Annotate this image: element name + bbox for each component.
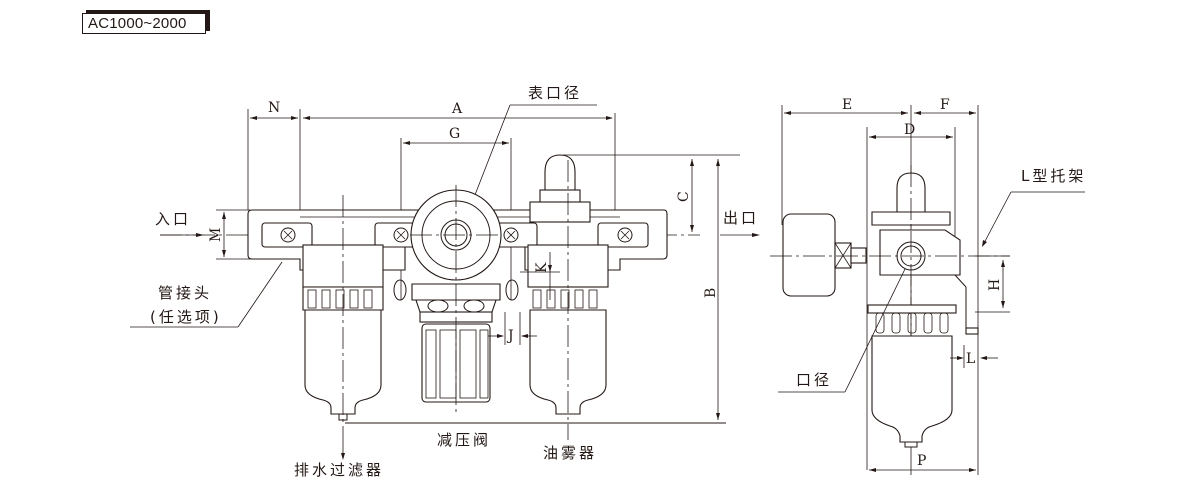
dim-label-b: B (703, 288, 719, 298)
model-label-shadow (206, 10, 210, 31)
dim-label-n: N (268, 100, 280, 116)
dimension-l: L (950, 345, 998, 368)
dim-label-h: H (987, 279, 1003, 291)
dim-label-e: E (842, 97, 852, 113)
dim-label-j: J (506, 328, 514, 344)
dimension-b: B (345, 159, 726, 424)
fitting-label: 管接头 (158, 284, 212, 302)
dimension-j: J (488, 312, 537, 345)
dim-label-p: P (917, 453, 926, 469)
bracket-callout: L型托架 (982, 167, 1086, 247)
inlet-label: 入口 (155, 210, 191, 228)
filter-unit (302, 195, 384, 460)
outlet-label: 出口 (723, 209, 759, 227)
side-view: E F D L型托架 (770, 97, 1086, 475)
bracket-label: L型托架 (1021, 167, 1086, 185)
drain-filter-label: 排水过滤器 (294, 461, 384, 479)
gauge-port-label: 表口径 (528, 84, 582, 102)
dim-label-d: D (904, 122, 915, 138)
dimension-h: H (975, 255, 1010, 313)
dimension-c: C (563, 154, 740, 232)
front-view: N A G 表口径 (130, 84, 760, 479)
dimension-n: N (247, 100, 301, 210)
inlet-marker: 入口 (155, 210, 204, 237)
dimension-k: K (520, 252, 560, 300)
port-size-callout: 口径 (778, 268, 906, 393)
port-size-label: 口径 (796, 371, 832, 389)
outlet-marker: 出口 (720, 209, 760, 237)
dim-label-k: K (534, 262, 550, 273)
lubricator-unit (527, 154, 609, 440)
dimension-d: D (866, 122, 956, 470)
dim-label-c: C (676, 191, 692, 202)
dim-label-a: A (451, 101, 463, 117)
pressure-gauge (782, 213, 836, 297)
pressure-reducer-label: 减压阀 (437, 431, 491, 449)
dimension-p: P (869, 453, 976, 472)
dimension-m: M (208, 209, 280, 260)
dim-label-g: G (449, 126, 460, 142)
model-label: AC1000~2000 (82, 13, 206, 34)
dim-label-l: L (966, 351, 975, 367)
fitting-callout: 管接头 (任选项) (130, 261, 283, 328)
regulator-unit (393, 185, 519, 412)
fitting-optional-label: (任选项) (150, 308, 222, 326)
lubricator-label: 油雾器 (543, 444, 597, 462)
dim-label-m: M (208, 228, 224, 242)
model-label-shadow (86, 10, 210, 13)
dim-label-f: F (940, 97, 950, 113)
dimension-e: E (781, 97, 908, 225)
